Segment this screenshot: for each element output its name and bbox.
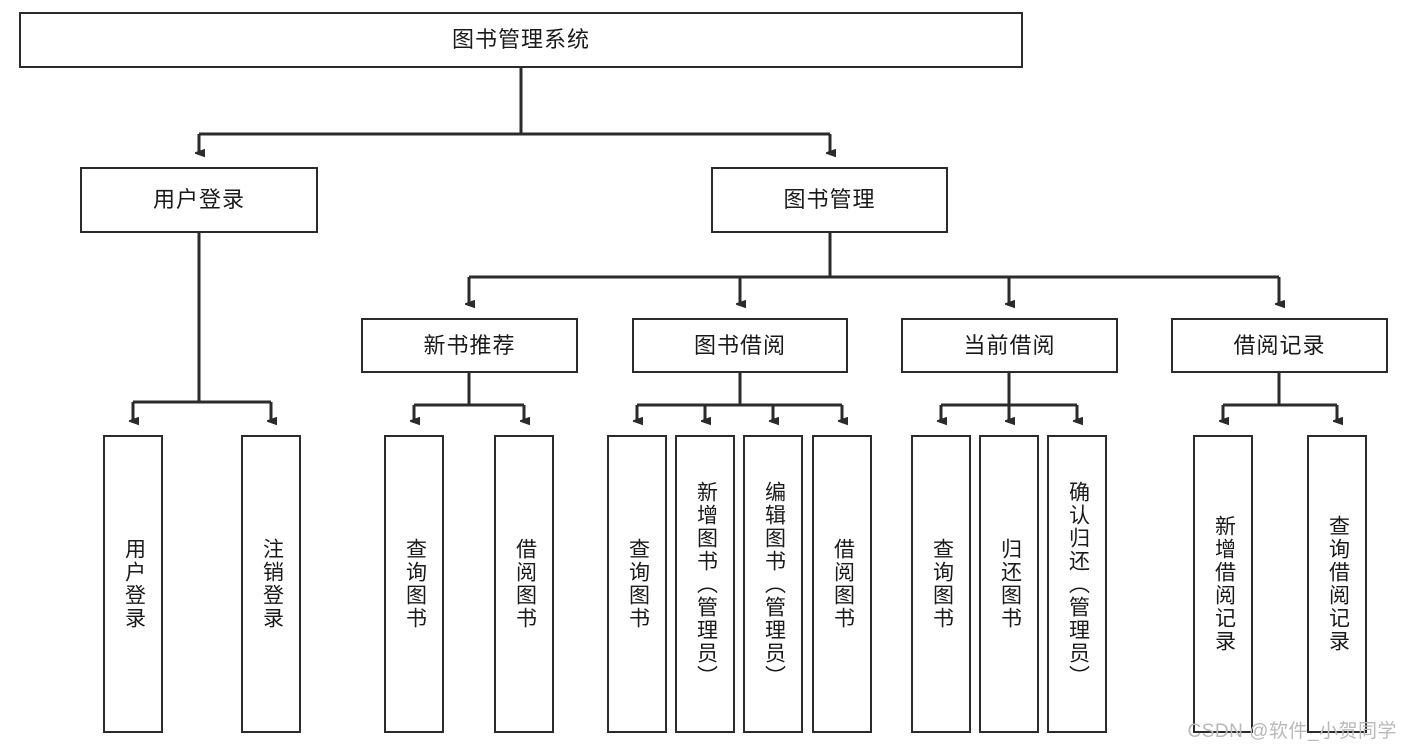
leaf-query-borrow-record-label: 查询借阅记录 xyxy=(1326,515,1350,653)
leaf-user-login-label: 用户登录 xyxy=(122,538,146,630)
node-user-login[interactable]: 用户登录 xyxy=(80,167,318,233)
leaf-logout-label: 注销登录 xyxy=(260,538,284,630)
node-current-borrow[interactable]: 当前借阅 xyxy=(901,318,1118,373)
node-new-book-recommend-label: 新书推荐 xyxy=(423,332,516,358)
node-current-borrow-label: 当前借阅 xyxy=(963,332,1056,358)
leaf-query-book-recommend-label: 查询图书 xyxy=(403,538,427,630)
node-root-library-system[interactable]: 图书管理系统 xyxy=(19,12,1023,68)
leaf-add-book-admin[interactable]: 新增图书（管理员） xyxy=(675,435,735,733)
leaf-query-book-borrow[interactable]: 查询图书 xyxy=(607,435,667,733)
leaf-query-borrow-record[interactable]: 查询借阅记录 xyxy=(1307,435,1367,733)
leaf-logout[interactable]: 注销登录 xyxy=(241,435,301,733)
leaf-return-book[interactable]: 归还图书 xyxy=(979,435,1039,733)
leaf-query-book-recommend[interactable]: 查询图书 xyxy=(384,435,444,733)
node-book-borrow-label: 图书借阅 xyxy=(693,332,786,358)
leaf-add-borrow-record-label: 新增借阅记录 xyxy=(1212,515,1236,653)
leaf-borrow-book-label: 借阅图书 xyxy=(831,538,855,630)
leaf-edit-book-admin[interactable]: 编辑图书（管理员） xyxy=(743,435,803,733)
node-new-book-recommend[interactable]: 新书推荐 xyxy=(361,318,578,373)
node-borrow-records[interactable]: 借阅记录 xyxy=(1171,318,1388,373)
leaf-query-book-borrow-label: 查询图书 xyxy=(626,538,650,630)
node-root-label: 图书管理系统 xyxy=(451,27,590,53)
leaf-return-book-label: 归还图书 xyxy=(998,538,1022,630)
leaf-user-login[interactable]: 用户登录 xyxy=(103,435,163,733)
leaf-borrow-book[interactable]: 借阅图书 xyxy=(812,435,872,733)
leaf-confirm-return-admin-label: 确认归还（管理员） xyxy=(1066,480,1090,688)
node-book-management-label: 图书管理 xyxy=(783,187,876,213)
leaf-confirm-return-admin[interactable]: 确认归还（管理员） xyxy=(1047,435,1107,733)
leaf-query-book-current[interactable]: 查询图书 xyxy=(911,435,971,733)
leaf-borrow-book-recommend-label: 借阅图书 xyxy=(513,538,537,630)
csdn-watermark: CSDN @软件_小贺同学 xyxy=(1187,721,1397,742)
leaf-add-borrow-record[interactable]: 新增借阅记录 xyxy=(1193,435,1253,733)
node-book-borrow[interactable]: 图书借阅 xyxy=(632,318,848,373)
node-user-login-label: 用户登录 xyxy=(152,187,245,213)
leaf-query-book-current-label: 查询图书 xyxy=(930,538,954,630)
leaf-add-book-admin-label: 新增图书（管理员） xyxy=(694,480,718,688)
node-book-management[interactable]: 图书管理 xyxy=(711,167,948,233)
leaf-borrow-book-recommend[interactable]: 借阅图书 xyxy=(494,435,554,733)
leaf-edit-book-admin-label: 编辑图书（管理员） xyxy=(762,480,786,688)
node-borrow-records-label: 借阅记录 xyxy=(1233,332,1326,358)
